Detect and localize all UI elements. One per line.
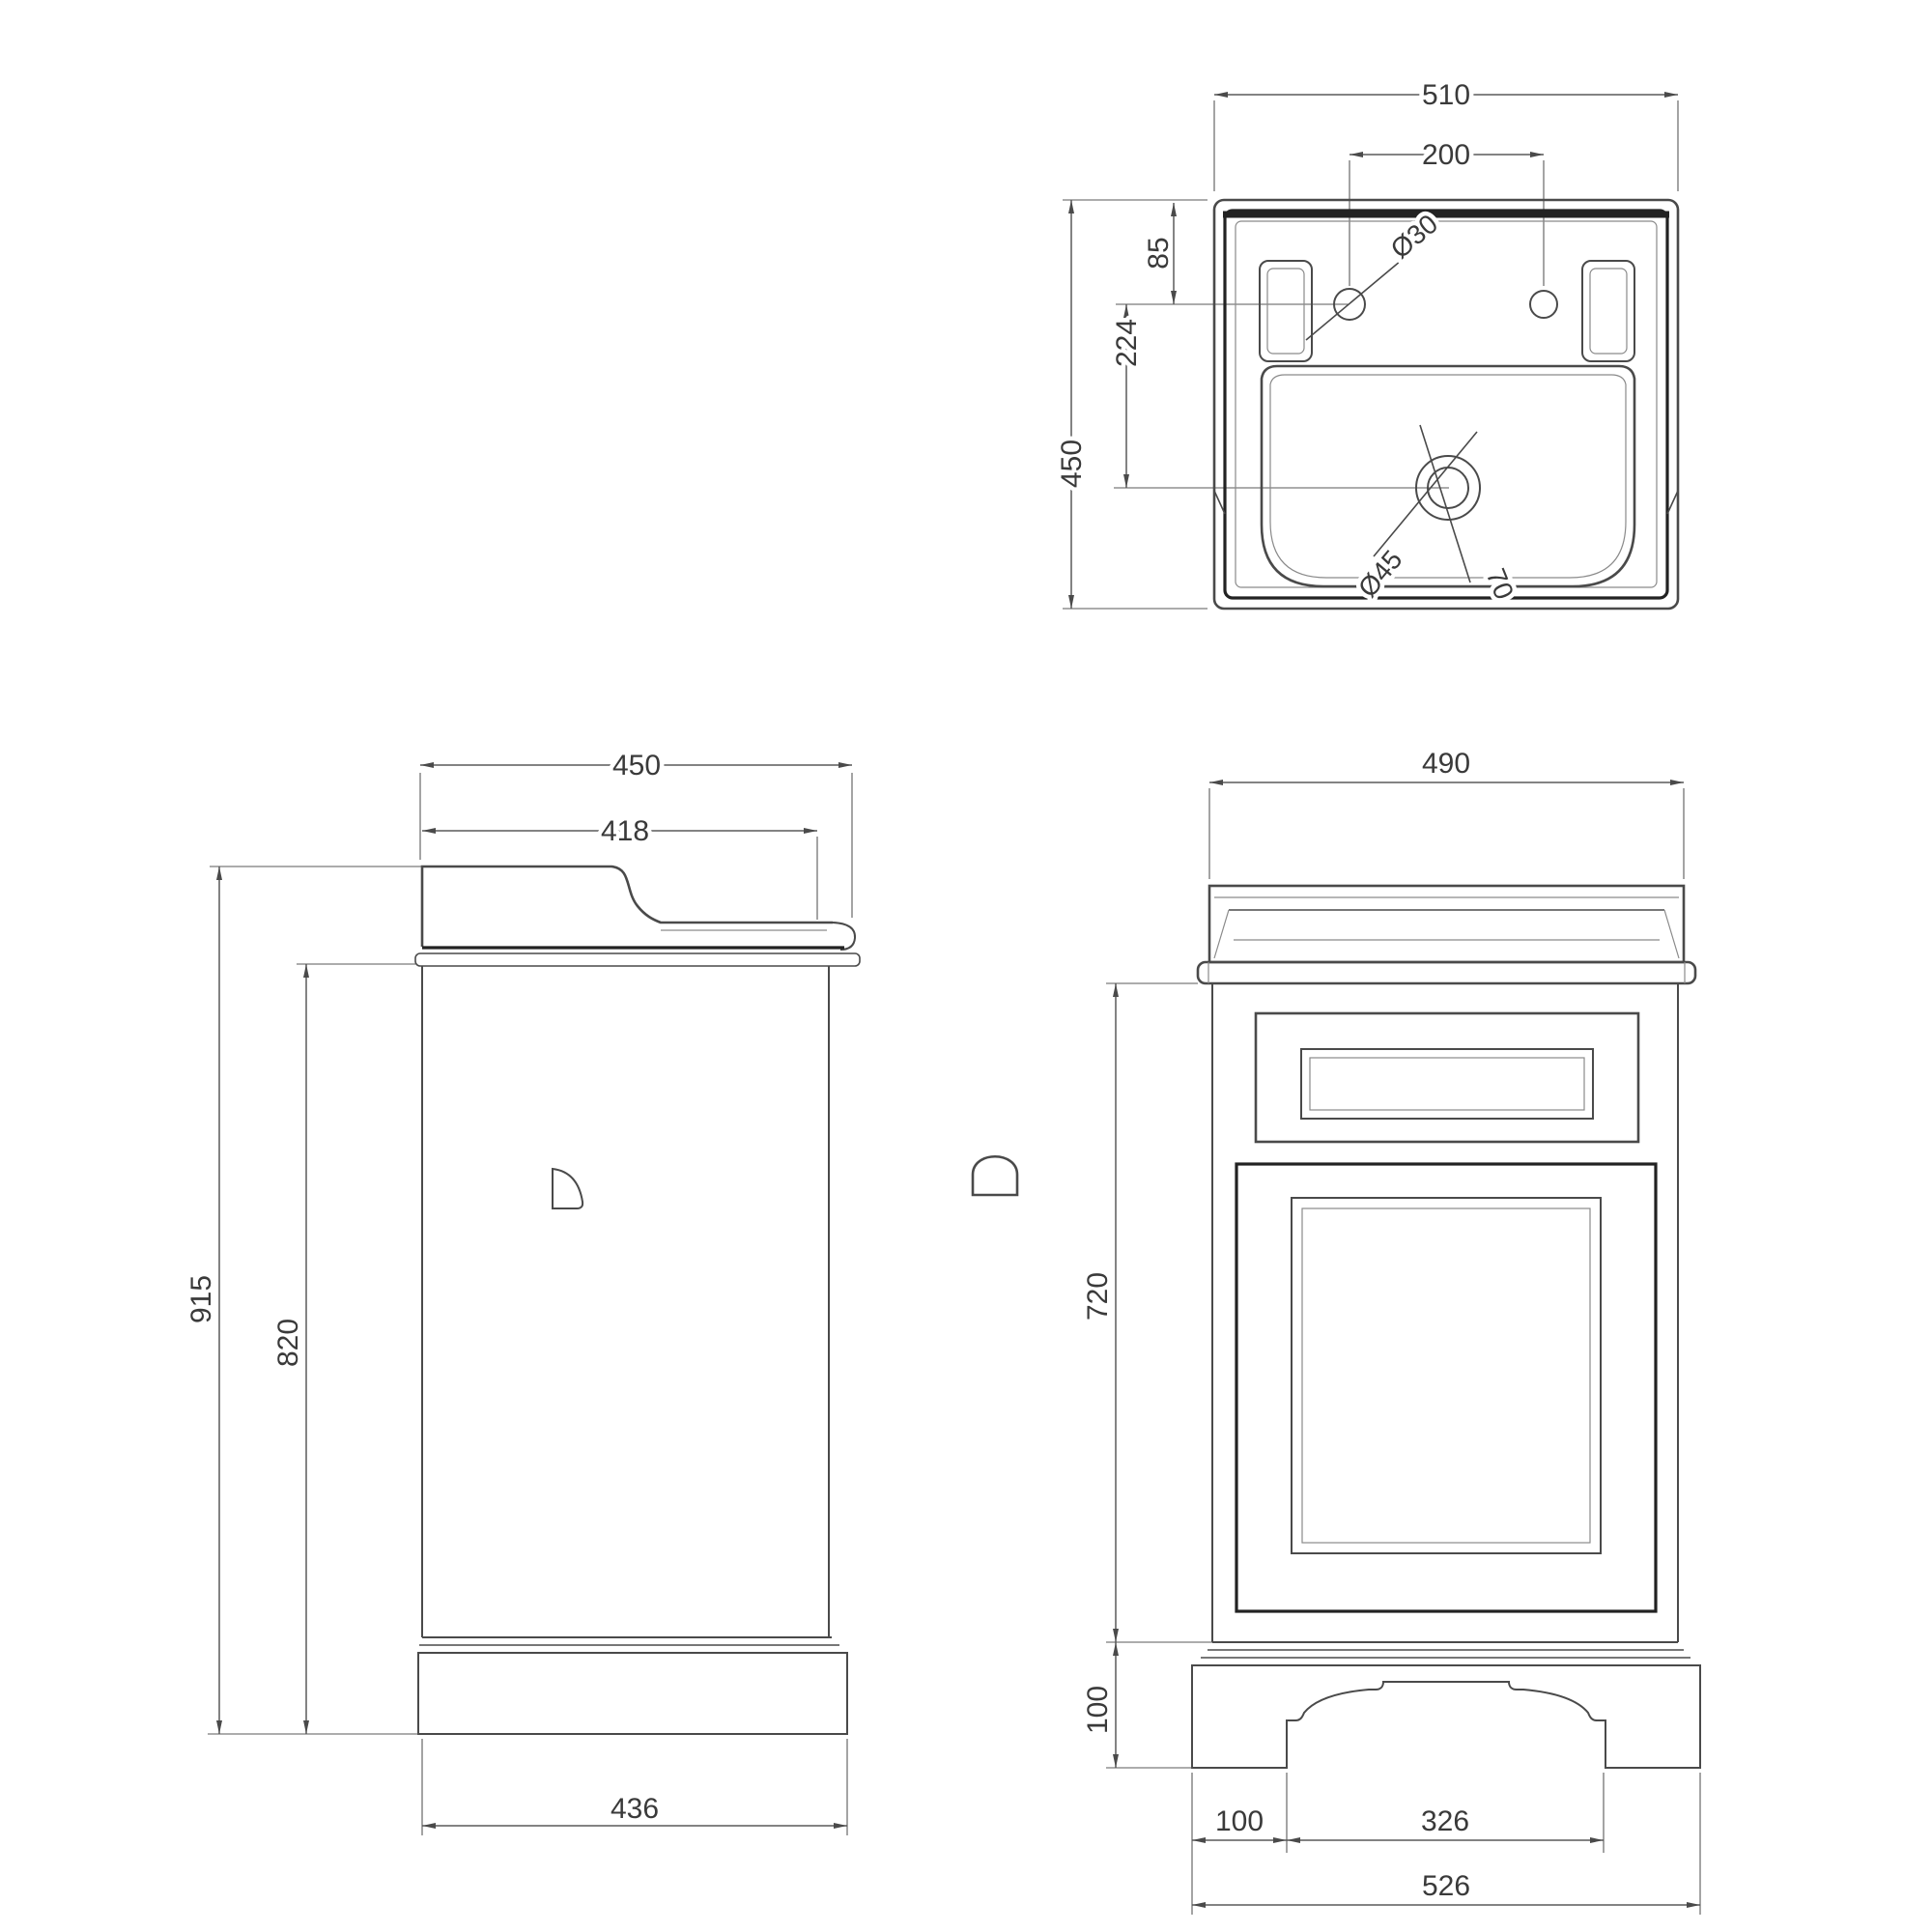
basin-countertop-outline	[1212, 198, 1680, 611]
waste-outer-circle	[1415, 455, 1481, 521]
dim-overall-height: 915	[182, 866, 422, 1735]
dim-820-label: 820	[272, 1319, 304, 1367]
plinth-outline-with-arch	[1191, 1664, 1701, 1769]
slot-outer	[1581, 260, 1635, 362]
door-panel-inner	[1301, 1208, 1591, 1544]
dim-base-depth: 436	[421, 1739, 848, 1835]
basin-profile-outline	[420, 865, 833, 947]
dim-436-label: 436	[611, 1793, 659, 1825]
plinth-body	[417, 1652, 848, 1735]
dim-526-label: 526	[1422, 1870, 1470, 1902]
dim-450-side-label: 450	[612, 750, 661, 781]
waste-cross-line	[1419, 424, 1471, 583]
door-knob-front-profile	[971, 1154, 1019, 1197]
dim-100-foot-label: 100	[1215, 1805, 1264, 1837]
slot-inner	[1266, 268, 1305, 355]
dim-200-label: 200	[1422, 139, 1470, 171]
edge-notch-left	[1213, 490, 1226, 515]
dim-bottom-group: 100 326 526	[1191, 1773, 1701, 1915]
dim-418-label: 418	[601, 815, 649, 847]
basin-rim-outline	[1223, 209, 1669, 600]
dim-915-label: 915	[185, 1275, 217, 1323]
front-plinth	[1191, 1649, 1701, 1769]
waste-hole: Ø45 70	[1348, 424, 1524, 608]
dim-720-label: 720	[1082, 1272, 1114, 1321]
dim-326-label: 326	[1421, 1805, 1469, 1837]
dim-front-width: 490	[1208, 744, 1685, 879]
drawer-panel-frame	[1300, 1048, 1594, 1120]
worktop-lip	[414, 952, 861, 967]
dim-510-label: 510	[1422, 79, 1470, 111]
dim-490-label: 490	[1422, 748, 1470, 780]
dim-224-label: 224	[1111, 319, 1143, 367]
dim-plinth-height: 100	[1078, 1642, 1192, 1769]
dim-rim-to-taps: 85	[1116, 203, 1350, 305]
drawer-outer-frame	[1254, 1011, 1640, 1144]
splashback-mitre-left	[1213, 909, 1230, 959]
tap-hole-leader-line	[1305, 260, 1402, 341]
front-view: 490	[971, 744, 1701, 1915]
dim-taps-to-waste: 224	[1107, 304, 1449, 489]
fixing-slot-left	[1259, 260, 1313, 362]
dim-100-plinth-label: 100	[1082, 1686, 1114, 1734]
side-plinth	[417, 1636, 848, 1735]
drawer-panel-inner	[1309, 1057, 1585, 1111]
countertop-edge	[1196, 960, 1697, 985]
countertop	[1196, 960, 1697, 985]
waste-cross-line	[1373, 431, 1478, 557]
slot-inner	[1589, 268, 1628, 355]
door-outer-frame	[1235, 1162, 1658, 1613]
drawer-front	[1254, 1011, 1640, 1144]
splashback-mitre-right	[1663, 909, 1680, 959]
tap-hole-right	[1529, 290, 1558, 319]
plan-view: 510 200 450 85 224	[1052, 75, 1680, 611]
dim-plan-overall-width: 510	[1213, 75, 1679, 191]
basin-side-profile	[414, 865, 861, 967]
dim-worktop-height: 820	[269, 963, 415, 1734]
dim-cabinet-height: 720	[1078, 982, 1212, 1643]
dim-450-plan-label: 450	[1056, 440, 1088, 488]
edge-notch-right	[1666, 490, 1679, 515]
door	[1235, 1162, 1658, 1613]
dim-basin-depth: 418	[422, 811, 818, 920]
bowl-inner-line	[1269, 374, 1627, 579]
dim-side-depth: 450	[419, 746, 853, 918]
dim-tap-spacing: 200	[1349, 135, 1545, 286]
splashback	[1208, 884, 1686, 964]
dim-plan-depth: 450	[1052, 199, 1208, 610]
waste-diameter-label: Ø45	[1352, 545, 1408, 603]
dim-85-label: 85	[1143, 237, 1175, 269]
door-knob-side-profile	[552, 1167, 584, 1209]
bowl-outline	[1260, 364, 1636, 588]
side-view: 450 418	[182, 746, 861, 1835]
slot-outer	[1259, 260, 1313, 362]
basin-bullnose-edge	[832, 922, 857, 951]
basin-rim-inner-line	[1235, 220, 1658, 588]
door-panel-frame	[1291, 1197, 1602, 1554]
tap-hole-left	[1333, 288, 1366, 321]
fixing-slot-right	[1581, 260, 1635, 362]
